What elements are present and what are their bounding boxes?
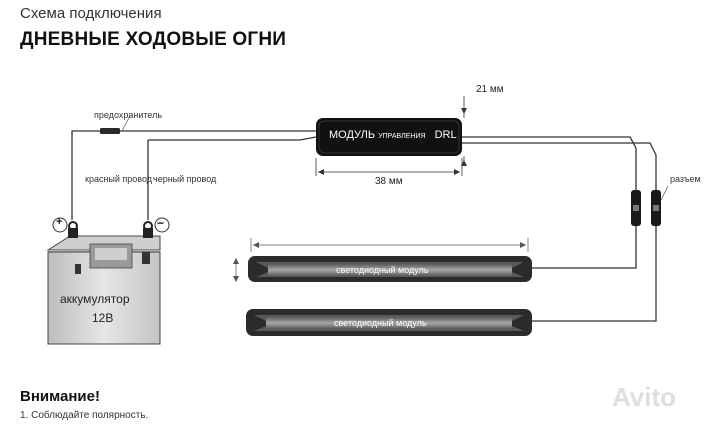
notice-title: Внимание! <box>20 388 100 405</box>
plus-symbol: + <box>56 216 63 228</box>
connector-pair <box>631 185 669 226</box>
avito-watermark: Avito <box>612 382 677 412</box>
notice-item: 1. Соблюдайте полярность. <box>20 410 149 421</box>
drl-control-module <box>315 96 467 176</box>
module-height-dimension: 21 мм <box>476 84 504 95</box>
module-width-dimension: 38 мм <box>375 176 403 187</box>
fuse <box>100 115 131 134</box>
module-main-text: МОДУЛЬ <box>329 129 376 141</box>
wire-red <box>71 130 82 220</box>
module-suffix: DRL <box>434 129 457 141</box>
wires <box>71 130 657 322</box>
black-wire-label: черный провод <box>153 174 217 184</box>
led-module-1 <box>233 238 532 282</box>
led-module-1-label: светодиодный модуль <box>336 265 429 275</box>
diagram-subtitle: Схема подключения <box>20 5 162 22</box>
wire-ground-to-module <box>148 136 317 141</box>
module-small-text: УПРАВЛЕНИЯ <box>378 133 426 140</box>
connector-label: разъем <box>670 174 701 184</box>
battery-label: аккумулятор <box>60 292 130 306</box>
red-wire-label: красный провод <box>85 174 153 184</box>
minus-symbol: − <box>157 216 165 230</box>
diagram-title: ДНЕВНЫЕ ХОДОВЫЕ ОГНИ <box>20 29 287 50</box>
wire-connector-to-led1 <box>532 226 637 269</box>
wire-connector-to-led2 <box>532 226 657 322</box>
led-module-2 <box>246 309 532 336</box>
module-label: МОДУЛЬ УПРАВЛЕНИЯ DRL <box>329 129 457 141</box>
battery <box>46 217 170 345</box>
fuse-label: предохранитель <box>94 110 163 120</box>
led-module-2-label: светодиодный модуль <box>334 318 427 328</box>
battery-voltage: 12В <box>92 311 114 325</box>
wire-module-out-lower <box>462 142 657 190</box>
wire-module-out-upper <box>462 136 637 190</box>
